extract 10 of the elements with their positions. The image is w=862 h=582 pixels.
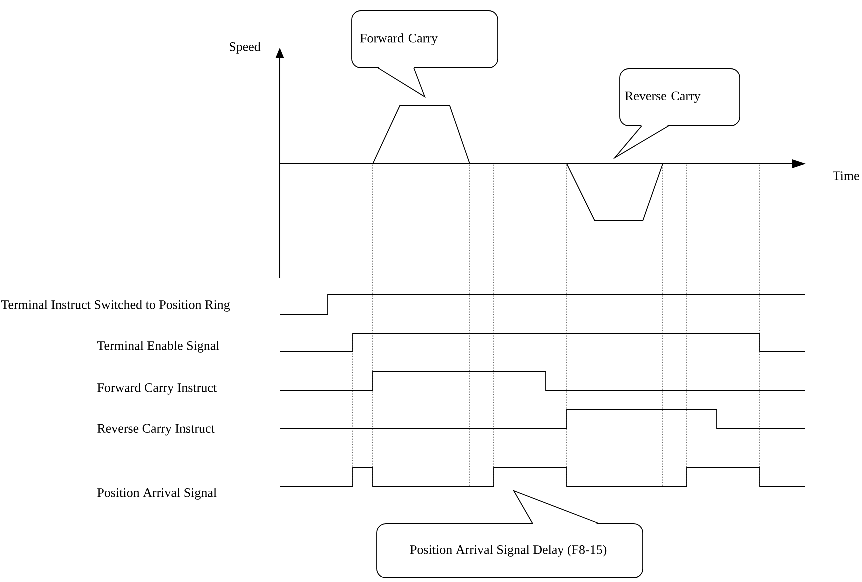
signal-label: Terminal Enable Signal (97, 341, 220, 353)
axis-label: Speed (230, 42, 261, 54)
callout-bubble: Reverse Carry (612, 68, 740, 160)
signal-label: Reverse Carry Instruct (98, 424, 215, 436)
axis-label: Time (833, 172, 860, 180)
callout-bubble: Forward Carry (352, 10, 498, 98)
signal-label: Position Arrival Signal (98, 488, 217, 500)
signal-label: Terminal Instruct Switched to Position Ring (1, 300, 230, 312)
callout-bubble: Position Arrival Signal Delay (F8-15) (376, 490, 644, 578)
signal-label: Forward Carry Instruct (98, 383, 217, 395)
